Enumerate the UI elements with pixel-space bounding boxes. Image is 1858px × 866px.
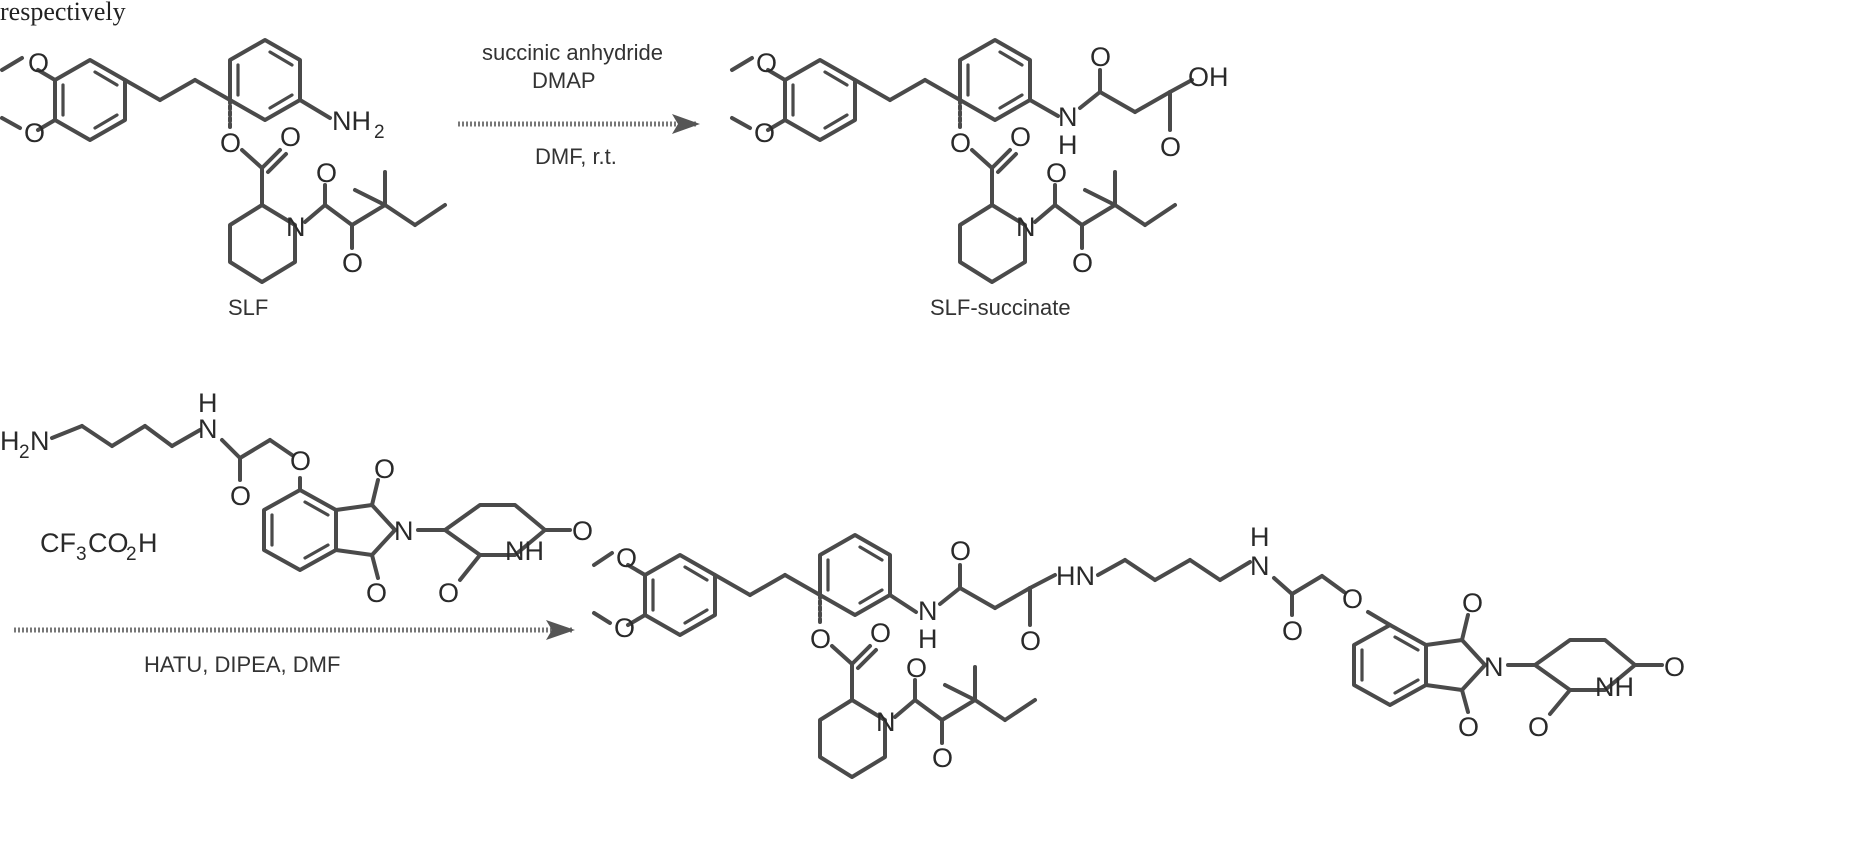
amide-oxygen: O — [1090, 42, 1111, 72]
methoxy-oxygen: O — [24, 118, 45, 148]
amide-nitrogen: N — [1058, 102, 1078, 132]
dimethoxyphenyl-ring — [785, 60, 855, 140]
reaction-arrow-2: HATU, DIPEA, DMF — [14, 620, 575, 677]
step1-reagent-line2: DMAP — [532, 68, 596, 93]
glutarimide-oxygen: O — [1664, 652, 1685, 682]
reaction-arrow-1: succinic anhydride DMAP DMF, r.t. — [458, 40, 700, 169]
compound-label-slf: SLF — [228, 295, 268, 320]
step2-conditions: HATU, DIPEA, DMF — [144, 652, 340, 677]
step1-conditions: DMF, r.t. — [535, 144, 617, 169]
amide-oxygen: O — [1020, 626, 1041, 656]
aminophenyl-ring — [960, 40, 1030, 120]
piperidine-nitrogen: N — [1016, 212, 1036, 242]
ketone-oxygen: O — [342, 248, 363, 278]
imide-oxygen: O — [374, 454, 395, 484]
tfa-h: H — [138, 528, 158, 558]
amide-oxygen: O — [950, 536, 971, 566]
amide-hydrogen: H — [918, 624, 938, 654]
glutarimide-nh: NH — [1595, 672, 1634, 702]
linker-amine-subscript: 2 — [19, 442, 30, 463]
compound-final-product: O O N H O O HN N H O O — [594, 522, 1685, 777]
linker-ether-oxygen: O — [290, 446, 311, 476]
linker-amine-n: N — [30, 426, 50, 456]
dimethoxyphenyl-ring — [55, 60, 125, 140]
imide-oxygen: O — [1458, 712, 1479, 742]
aminophenyl-ring — [230, 40, 300, 120]
ketone-oxygen: O — [1072, 248, 1093, 278]
tfa-subscript-3: 3 — [76, 544, 87, 565]
header-fragment: respectively — [0, 0, 126, 26]
amide-oxygen: O — [1282, 616, 1303, 646]
phthalimide-ring — [1354, 625, 1426, 705]
amide-oxygen: O — [906, 653, 927, 683]
arrow-head — [672, 114, 700, 134]
acid-hydroxyl: OH — [1188, 62, 1229, 92]
carbonyl-oxygen: O — [1010, 122, 1031, 152]
glutarimide-oxygen: O — [572, 516, 593, 546]
imide-nitrogen: N — [394, 516, 414, 546]
tfa-salt: CF 3 CO 2 H — [40, 528, 158, 565]
ester-oxygen: O — [220, 128, 241, 158]
ester-oxygen: O — [810, 624, 831, 654]
compound-linker-reagent: H 2 N N H O O O O N O NH — [0, 388, 593, 608]
carbonyl-oxygen: O — [280, 122, 301, 152]
methoxy-oxygen: O — [614, 613, 635, 643]
amide-nitrogen: N — [1250, 551, 1270, 581]
carbonyl-oxygen: O — [870, 618, 891, 648]
imide-nitrogen: N — [1484, 652, 1504, 682]
linker-amide-hydrogen: H — [198, 388, 218, 418]
amine-group: NH — [332, 106, 371, 136]
methoxy-oxygen: O — [28, 48, 49, 78]
tfa-subscript-2: 2 — [126, 544, 137, 565]
imide-oxygen: O — [366, 578, 387, 608]
glutarimide-oxygen: O — [1528, 712, 1549, 742]
tfa-cf: CF — [40, 528, 76, 558]
amide-hydrogen: H — [1250, 522, 1270, 552]
methoxy-oxygen: O — [616, 543, 637, 573]
linker-amide-nitrogen: N — [198, 414, 218, 444]
ester-oxygen: O — [950, 128, 971, 158]
aminophenyl-ring — [820, 535, 890, 615]
amide-hydrogen: H — [1058, 130, 1078, 160]
compound-label-slf-succinate: SLF-succinate — [930, 295, 1071, 320]
linker-amide-oxygen: O — [230, 481, 251, 511]
phthalimide-ring — [264, 490, 336, 570]
compound-slf: O O NH 2 O O N O O — [2, 40, 445, 320]
ketone-oxygen: O — [932, 743, 953, 773]
acid-carbonyl-oxygen: O — [1160, 132, 1181, 162]
amide-oxygen: O — [1046, 158, 1067, 188]
piperidine-nitrogen: N — [876, 707, 896, 737]
amide-nitrogen: N — [918, 596, 938, 626]
piperidine-nitrogen: N — [286, 212, 306, 242]
dimethoxyphenyl-ring — [645, 555, 715, 635]
amide-oxygen: O — [316, 158, 337, 188]
amine-subscript: 2 — [374, 122, 385, 143]
ether-oxygen: O — [1342, 584, 1363, 614]
amide-nh: HN — [1056, 561, 1095, 591]
step1-reagent-line1: succinic anhydride — [482, 40, 663, 65]
methoxy-oxygen: O — [756, 48, 777, 78]
glutarimide-oxygen: O — [438, 578, 459, 608]
linker-amine-h: H — [0, 426, 20, 456]
methoxy-oxygen: O — [754, 118, 775, 148]
tfa-co: CO — [88, 528, 129, 558]
glutarimide-nh: NH — [505, 536, 544, 566]
imide-oxygen: O — [1462, 588, 1483, 618]
compound-slf-succinate: O O N H O O OH O O N O — [732, 40, 1229, 320]
